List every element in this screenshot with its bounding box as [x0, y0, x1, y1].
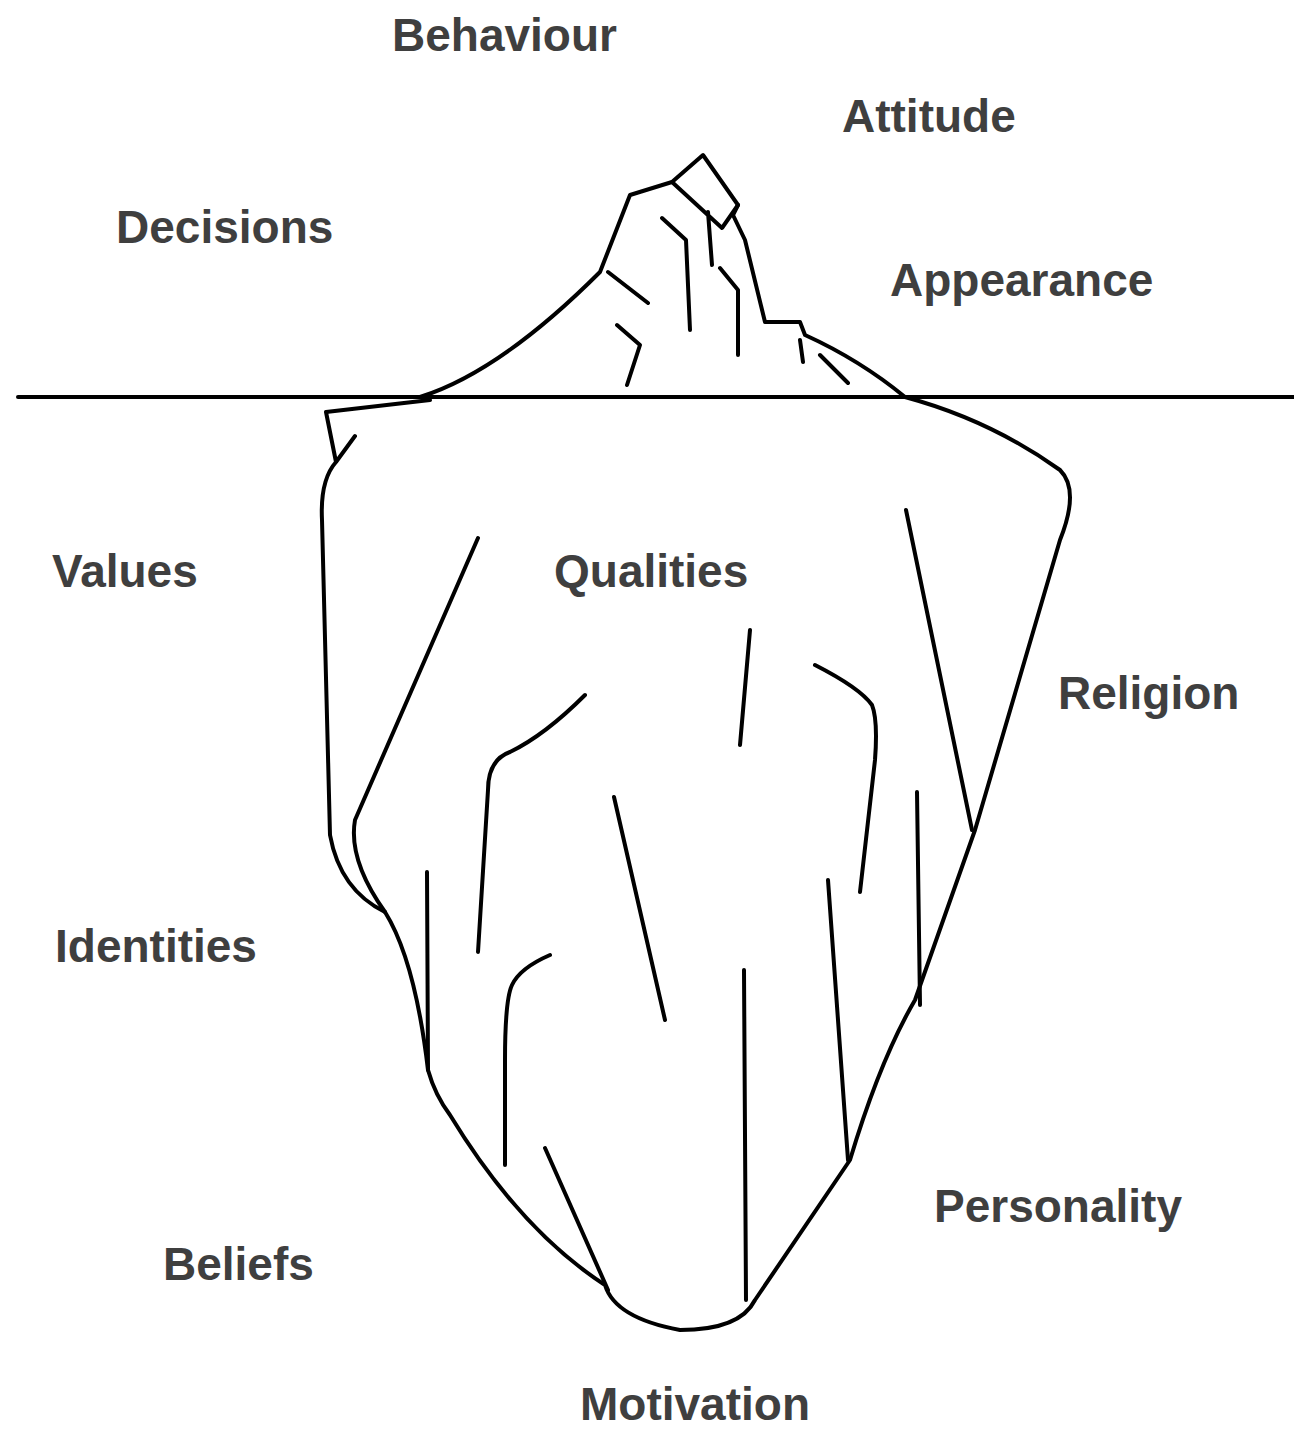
iceberg-cracks	[354, 510, 972, 1300]
iceberg-label: Decisions	[116, 204, 333, 250]
iceberg-label: Religion	[1058, 670, 1239, 716]
iceberg-tip	[420, 155, 905, 397]
iceberg-label: Qualities	[554, 548, 748, 594]
iceberg-label: Behaviour	[392, 12, 617, 58]
iceberg-label: Identities	[55, 923, 257, 969]
iceberg-label: Personality	[934, 1183, 1182, 1229]
waterline	[18, 395, 1294, 399]
iceberg-label: Attitude	[842, 93, 1016, 139]
iceberg-label: Motivation	[580, 1381, 810, 1427]
iceberg-label: Appearance	[890, 257, 1153, 303]
iceberg-label: Values	[52, 548, 198, 594]
iceberg-label: Beliefs	[163, 1241, 314, 1287]
iceberg-tip-detail	[608, 182, 848, 385]
